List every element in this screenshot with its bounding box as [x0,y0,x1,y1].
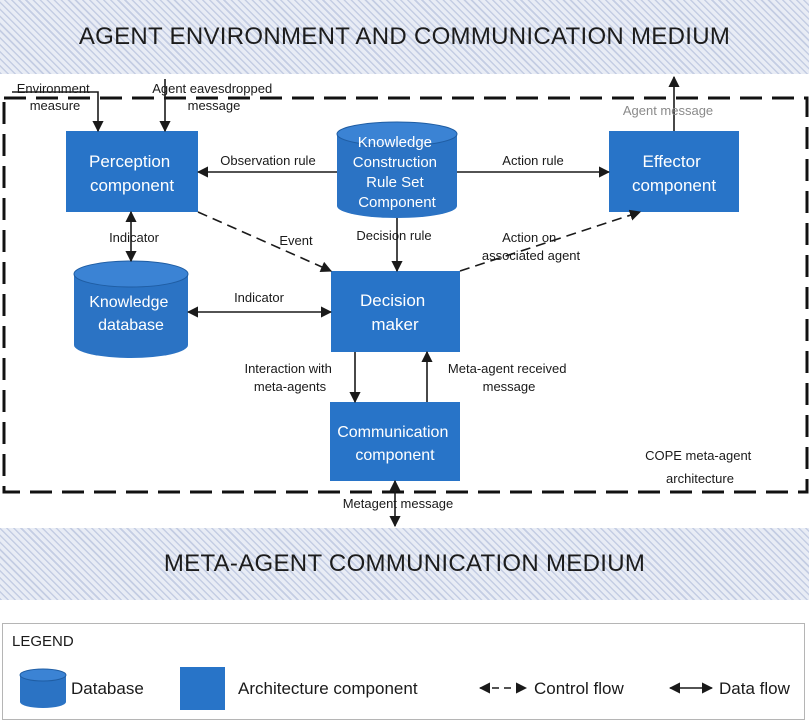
knowledge-database-label: Knowledge database [89,294,173,334]
environment-measure-arrow [12,91,104,133]
cope-frame [2,96,809,494]
environment-measure-label: Environment measure [17,81,94,113]
legend-architecture-component-label: Architecture component [238,679,418,698]
interaction-meta-label: Interaction with meta-agents [244,361,335,394]
observation-rule-label: Observation rule [220,153,315,168]
agent-environment-title: AGENT ENVIRONMENT AND COMMUNICATION MEDI… [78,23,731,50]
legend: LEGEND Database Architecture component C… [2,623,805,720]
communication-component: Communication component [330,402,460,481]
knowledge-database: Knowledge database [73,260,189,358]
effector-component: Effector component [609,131,739,212]
architecture-component-legend-icon [180,667,225,710]
meta-received-label: Meta-agent received message [448,361,570,394]
meta-agent-medium-band: META-AGENT COMMUNICATION MEDIUM [0,528,809,600]
metagent-message-label: Metagent message [343,496,454,511]
cope-frame-label: COPE meta-agent architecture [645,448,755,486]
database-legend-icon [19,668,67,708]
legend-data-flow-label: Data flow [719,679,790,698]
perception-component: Perception component [66,131,198,212]
perception-component-label: Perception component [89,152,175,195]
action-rule-label: Action rule [502,153,563,168]
eavesdropped-label: Agent eavesdropped message [152,81,276,113]
indicator-horizontal-label: Indicator [234,290,285,305]
event-arrow [197,211,333,273]
legend-title: LEGEND [12,633,74,650]
meta-agent-medium-title: META-AGENT COMMUNICATION MEDIUM [163,550,646,577]
architecture-diagram: COPE meta-agent architecture Perception … [2,75,809,528]
control-flow-legend-icon [478,682,528,694]
indicator-vertical-label: Indicator [109,230,160,245]
agent-message-label: Agent message [623,103,713,118]
action-on-agent-label: Action on associated agent [482,230,581,263]
decision-maker-label: Decision maker [360,291,430,334]
knowledge-rule-set-label: Knowledge Construction Rule Set Componen… [353,134,441,211]
knowledge-rule-set-database: Knowledge Construction Rule Set Componen… [336,121,458,218]
decision-rule-label: Decision rule [356,228,431,243]
legend-database-label: Database [71,679,144,698]
decision-maker: Decision maker [331,271,460,352]
agent-environment-band: AGENT ENVIRONMENT AND COMMUNICATION MEDI… [0,0,809,74]
legend-control-flow-label: Control flow [534,679,624,698]
data-flow-legend-icon [668,682,714,694]
communication-component-label: Communication component [337,424,453,464]
event-label: Event [279,233,313,248]
effector-component-label: Effector component [632,152,716,195]
